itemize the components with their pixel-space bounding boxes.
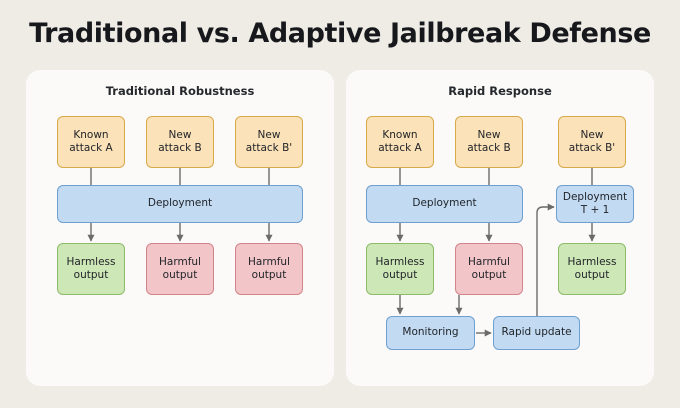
node-known-attack-a: Known attack A [57,116,125,168]
node-monitoring: Monitoring [386,316,475,350]
node-output-harmless-a: Harmless output [57,243,125,295]
panel-title-traditional: Traditional Robustness [105,84,255,98]
node-new-attack-b-prime: New attack B' [235,116,303,168]
node-output-harmful-b: Harmful output [146,243,214,295]
node-rapid-update: Rapid update [493,316,580,350]
node-new-attack-b: New attack B [455,116,523,168]
node-deployment-t-plus-1: Deployment T + 1 [556,185,634,223]
node-new-attack-b: New attack B [146,116,214,168]
node-output-harmful-b: Harmful output [455,243,523,295]
node-new-attack-b-prime: New attack B' [558,116,626,168]
node-deployment: Deployment [366,185,523,223]
node-output-harmless-a: Harmless output [366,243,434,295]
panel-traditional-robustness: Traditional Robustness Known attack A Ne… [26,70,334,386]
panel-rapid-response: Rapid Response Known attack A New attack… [346,70,654,386]
page-title: Traditional vs. Adaptive Jailbreak Defen… [29,18,651,49]
panel-title-rapid: Rapid Response [448,84,552,98]
node-output-harmless-b-prime: Harmless output [558,243,626,295]
node-known-attack-a: Known attack A [366,116,434,168]
node-deployment: Deployment [57,185,303,223]
node-output-harmful-b-prime: Harmful output [235,243,303,295]
